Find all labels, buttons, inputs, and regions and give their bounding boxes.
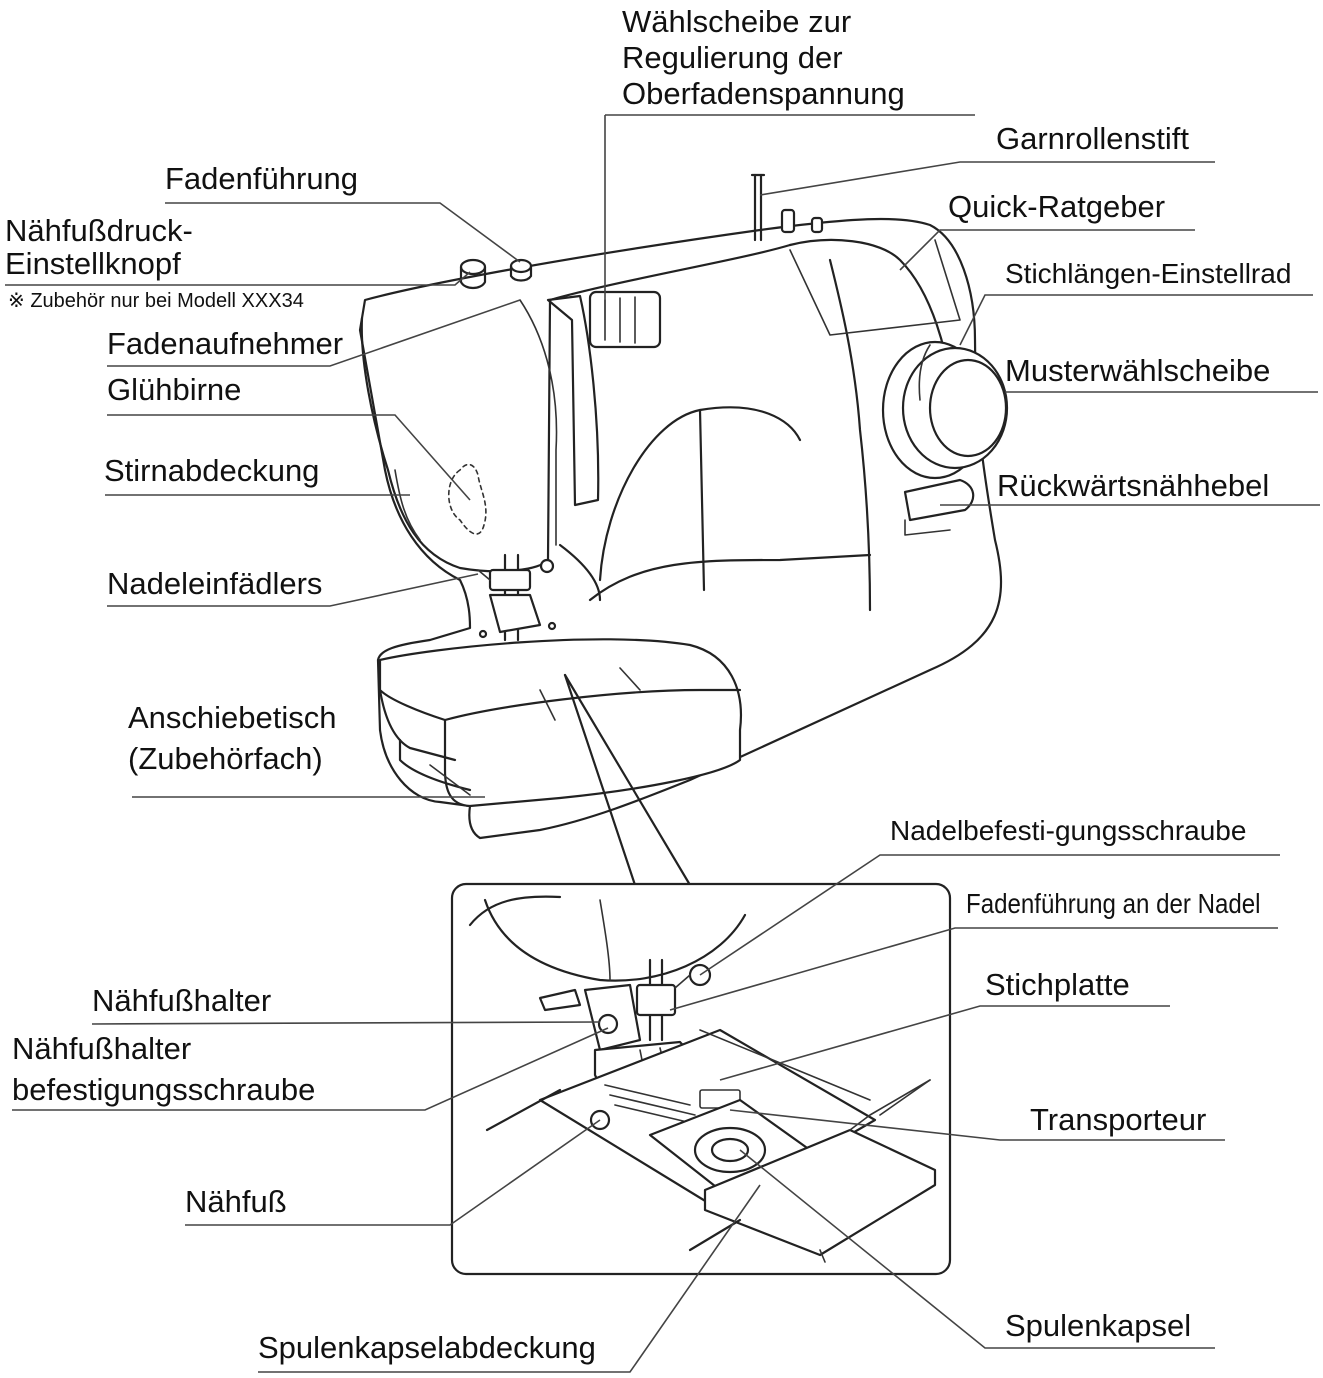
label-quick-guide: Quick-Ratgeber: [948, 189, 1166, 224]
label-accessory-note: ※ Zubehör nur bei Modell XXX34: [8, 290, 304, 312]
label-needle-clamp-screw: Nadelbefesti-gungsschraube: [890, 815, 1247, 846]
zoom-line-left: [563, 673, 637, 887]
label-extension-table-line2: (Zubehörfach): [128, 741, 323, 776]
label-thread-guide: Fadenführung: [165, 161, 359, 196]
detail-inset: [450, 882, 952, 1276]
label-spool-pin: Garnrollenstift: [996, 121, 1189, 156]
label-bobbin-cover: Spulenkapselabdeckung: [258, 1330, 596, 1365]
label-needle-plate: Stichplatte: [985, 967, 1130, 1002]
label-face-plate: Stirnabdeckung: [104, 453, 320, 488]
label-light-bulb: Glühbirne: [107, 372, 242, 407]
label-bobbin-case: Spulenkapsel: [1005, 1308, 1192, 1343]
label-tension-dial-line2: Regulierung der: [622, 40, 843, 75]
label-holder-screw-line2: befestigungsschraube: [12, 1072, 316, 1107]
label-presser-foot-holder: Nähfußhalter: [92, 983, 272, 1018]
label-tension-dial-line3: Oberfadenspannung: [622, 76, 905, 111]
label-feed-dogs: Transporteur: [1030, 1102, 1207, 1137]
zoom-line-right: [563, 673, 692, 887]
label-presser-pressure-line2: Einstellknopf: [5, 246, 181, 281]
machine-body: [358, 173, 1009, 840]
label-presser-foot: Nähfuß: [185, 1184, 287, 1219]
leader-lines: [5, 114, 1320, 1373]
label-tension-dial-line1: Wählscheibe zur: [622, 4, 852, 39]
label-holder-screw-line1: Nähfußhalter: [12, 1031, 192, 1066]
label-pattern-dial: Musterwählscheibe: [1005, 353, 1271, 388]
label-extension-table-line1: Anschiebetisch: [128, 700, 337, 735]
label-stitch-length-dial: Stichlängen-Einstellrad: [1005, 258, 1292, 289]
label-reverse-lever: Rückwärtsnähhebel: [997, 468, 1270, 503]
label-needle-threader: Nadeleinfädlers: [107, 566, 323, 601]
label-needle-thread-guide: Fadenführung an der Nadel: [966, 888, 1261, 919]
label-take-up-lever: Fadenaufnehmer: [107, 326, 344, 361]
label-presser-pressure-line1: Nähfußdruck-: [5, 213, 193, 248]
